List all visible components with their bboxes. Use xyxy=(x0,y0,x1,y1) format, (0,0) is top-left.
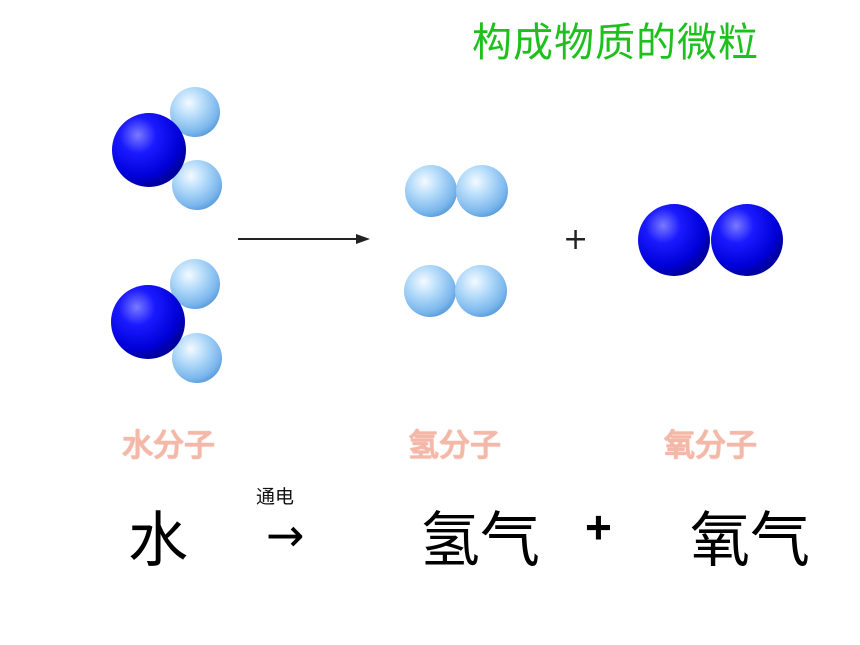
hydrogen-atom xyxy=(455,265,507,317)
water-molecule-1 xyxy=(112,87,222,210)
oxygen-atom xyxy=(112,113,186,187)
oxygen-atom xyxy=(111,285,185,359)
equation-plus: + xyxy=(585,501,612,553)
oxygen-atom xyxy=(638,204,710,276)
equation-product-hydrogen: 氢气 xyxy=(420,506,540,576)
equation-reactant: 水 xyxy=(128,506,188,576)
page-title: 构成物质的微粒 xyxy=(472,20,759,66)
hydrogen-atom xyxy=(172,333,222,383)
hydrogen-atom xyxy=(405,165,457,217)
hydrogen-atom xyxy=(456,165,508,217)
hydrogen-molecule-1 xyxy=(405,165,508,217)
diagram-plus-sign: + xyxy=(563,222,589,257)
equation-arrow: → xyxy=(266,508,305,562)
hydrogen-molecule-label: 氢分子 xyxy=(408,428,501,464)
hydrogen-atom xyxy=(404,265,456,317)
hydrogen-atom xyxy=(170,87,220,137)
equation-product-oxygen: 氧气 xyxy=(690,506,810,576)
reaction-condition: 通电 xyxy=(256,486,295,508)
oxygen-molecule-label: 氧分子 xyxy=(664,428,757,464)
oxygen-molecule xyxy=(638,204,783,276)
hydrogen-atom xyxy=(170,259,220,309)
reaction-arrow xyxy=(238,234,370,244)
oxygen-atom xyxy=(711,204,783,276)
hydrogen-molecule-2 xyxy=(404,265,507,317)
hydrogen-atom xyxy=(172,160,222,210)
water-molecule-label: 水分子 xyxy=(122,428,215,464)
water-molecule-2 xyxy=(111,259,222,383)
